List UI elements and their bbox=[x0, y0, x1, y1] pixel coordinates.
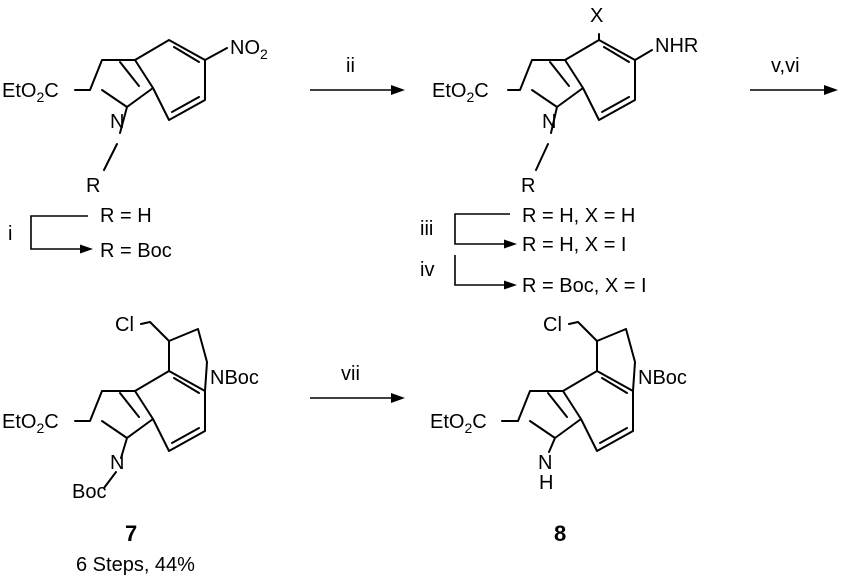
substituent-rx-hi: R = H, X = I bbox=[522, 234, 626, 256]
compound-8-cl: Cl bbox=[543, 314, 562, 336]
nitroindole-structure: EtO2C NO2 N R bbox=[2, 37, 268, 197]
nitroindole-bonds bbox=[74, 39, 228, 171]
aminoindole-bonds bbox=[507, 33, 653, 171]
compound-7-number: 7 bbox=[125, 521, 137, 546]
compound-8-bonds bbox=[501, 321, 636, 453]
aminoindole-nhr: NHR bbox=[655, 35, 698, 57]
arrow-vii-label: vii bbox=[341, 363, 360, 385]
compound-7-bonds bbox=[74, 321, 208, 489]
nitroindole-nitro: NO2 bbox=[230, 37, 268, 62]
nitroindole-ester: EtO2C bbox=[2, 80, 59, 105]
substituent-rx-hh: R = H, X = H bbox=[522, 205, 635, 227]
compound-8-number: 8 bbox=[554, 521, 566, 546]
aminoindole-ester: EtO2C bbox=[432, 80, 489, 105]
arrow-vii: vii bbox=[310, 363, 405, 403]
compound-8-nh: N bbox=[538, 452, 552, 474]
compound-7-n: N bbox=[110, 452, 124, 474]
arrow-v-vi: v,vi bbox=[750, 55, 838, 95]
compound-7-cl: Cl bbox=[115, 314, 134, 336]
compound-7-nboc: NBoc bbox=[210, 367, 259, 389]
substituent-r-boc: R = Boc bbox=[100, 240, 172, 262]
step-iii-label: iii bbox=[420, 218, 433, 240]
nitroindole-r: R bbox=[86, 175, 100, 197]
aminoindole-n: N bbox=[542, 111, 556, 133]
substituent-rx-boci: R = Boc, X = I bbox=[522, 275, 647, 297]
arrow-v-vi-label: v,vi bbox=[771, 55, 800, 77]
compound-7-yield: 6 Steps, 44% bbox=[76, 554, 195, 576]
compound-8-ester: EtO2C bbox=[430, 411, 487, 436]
compound-8-structure: Cl NBoc EtO2C N H bbox=[430, 314, 687, 494]
arrow-ii-label: ii bbox=[346, 55, 355, 77]
aminoindole-r: R bbox=[521, 175, 535, 197]
substituent-r-h: R = H bbox=[100, 205, 152, 227]
arrow-ii: ii bbox=[310, 55, 405, 95]
step-i-label: i bbox=[8, 223, 12, 245]
substituent-block-2: iii iv R = H, X = H R = H, X = I R = Boc… bbox=[420, 205, 647, 297]
nitroindole-n: N bbox=[110, 111, 124, 133]
aminoindole-x: X bbox=[590, 5, 603, 27]
compound-7-ester: EtO2C bbox=[2, 411, 59, 436]
compound-8-h: H bbox=[539, 472, 553, 494]
compound-7-structure: Cl NBoc EtO2C N Boc bbox=[2, 314, 259, 503]
substituent-block-1: i R = H R = Boc bbox=[8, 205, 172, 262]
step-iv-label: iv bbox=[420, 259, 434, 281]
compound-7-boc: Boc bbox=[72, 481, 106, 503]
aminoindole-structure: X NHR EtO2C N R bbox=[432, 5, 698, 197]
compound-8-nboc: NBoc bbox=[638, 367, 687, 389]
